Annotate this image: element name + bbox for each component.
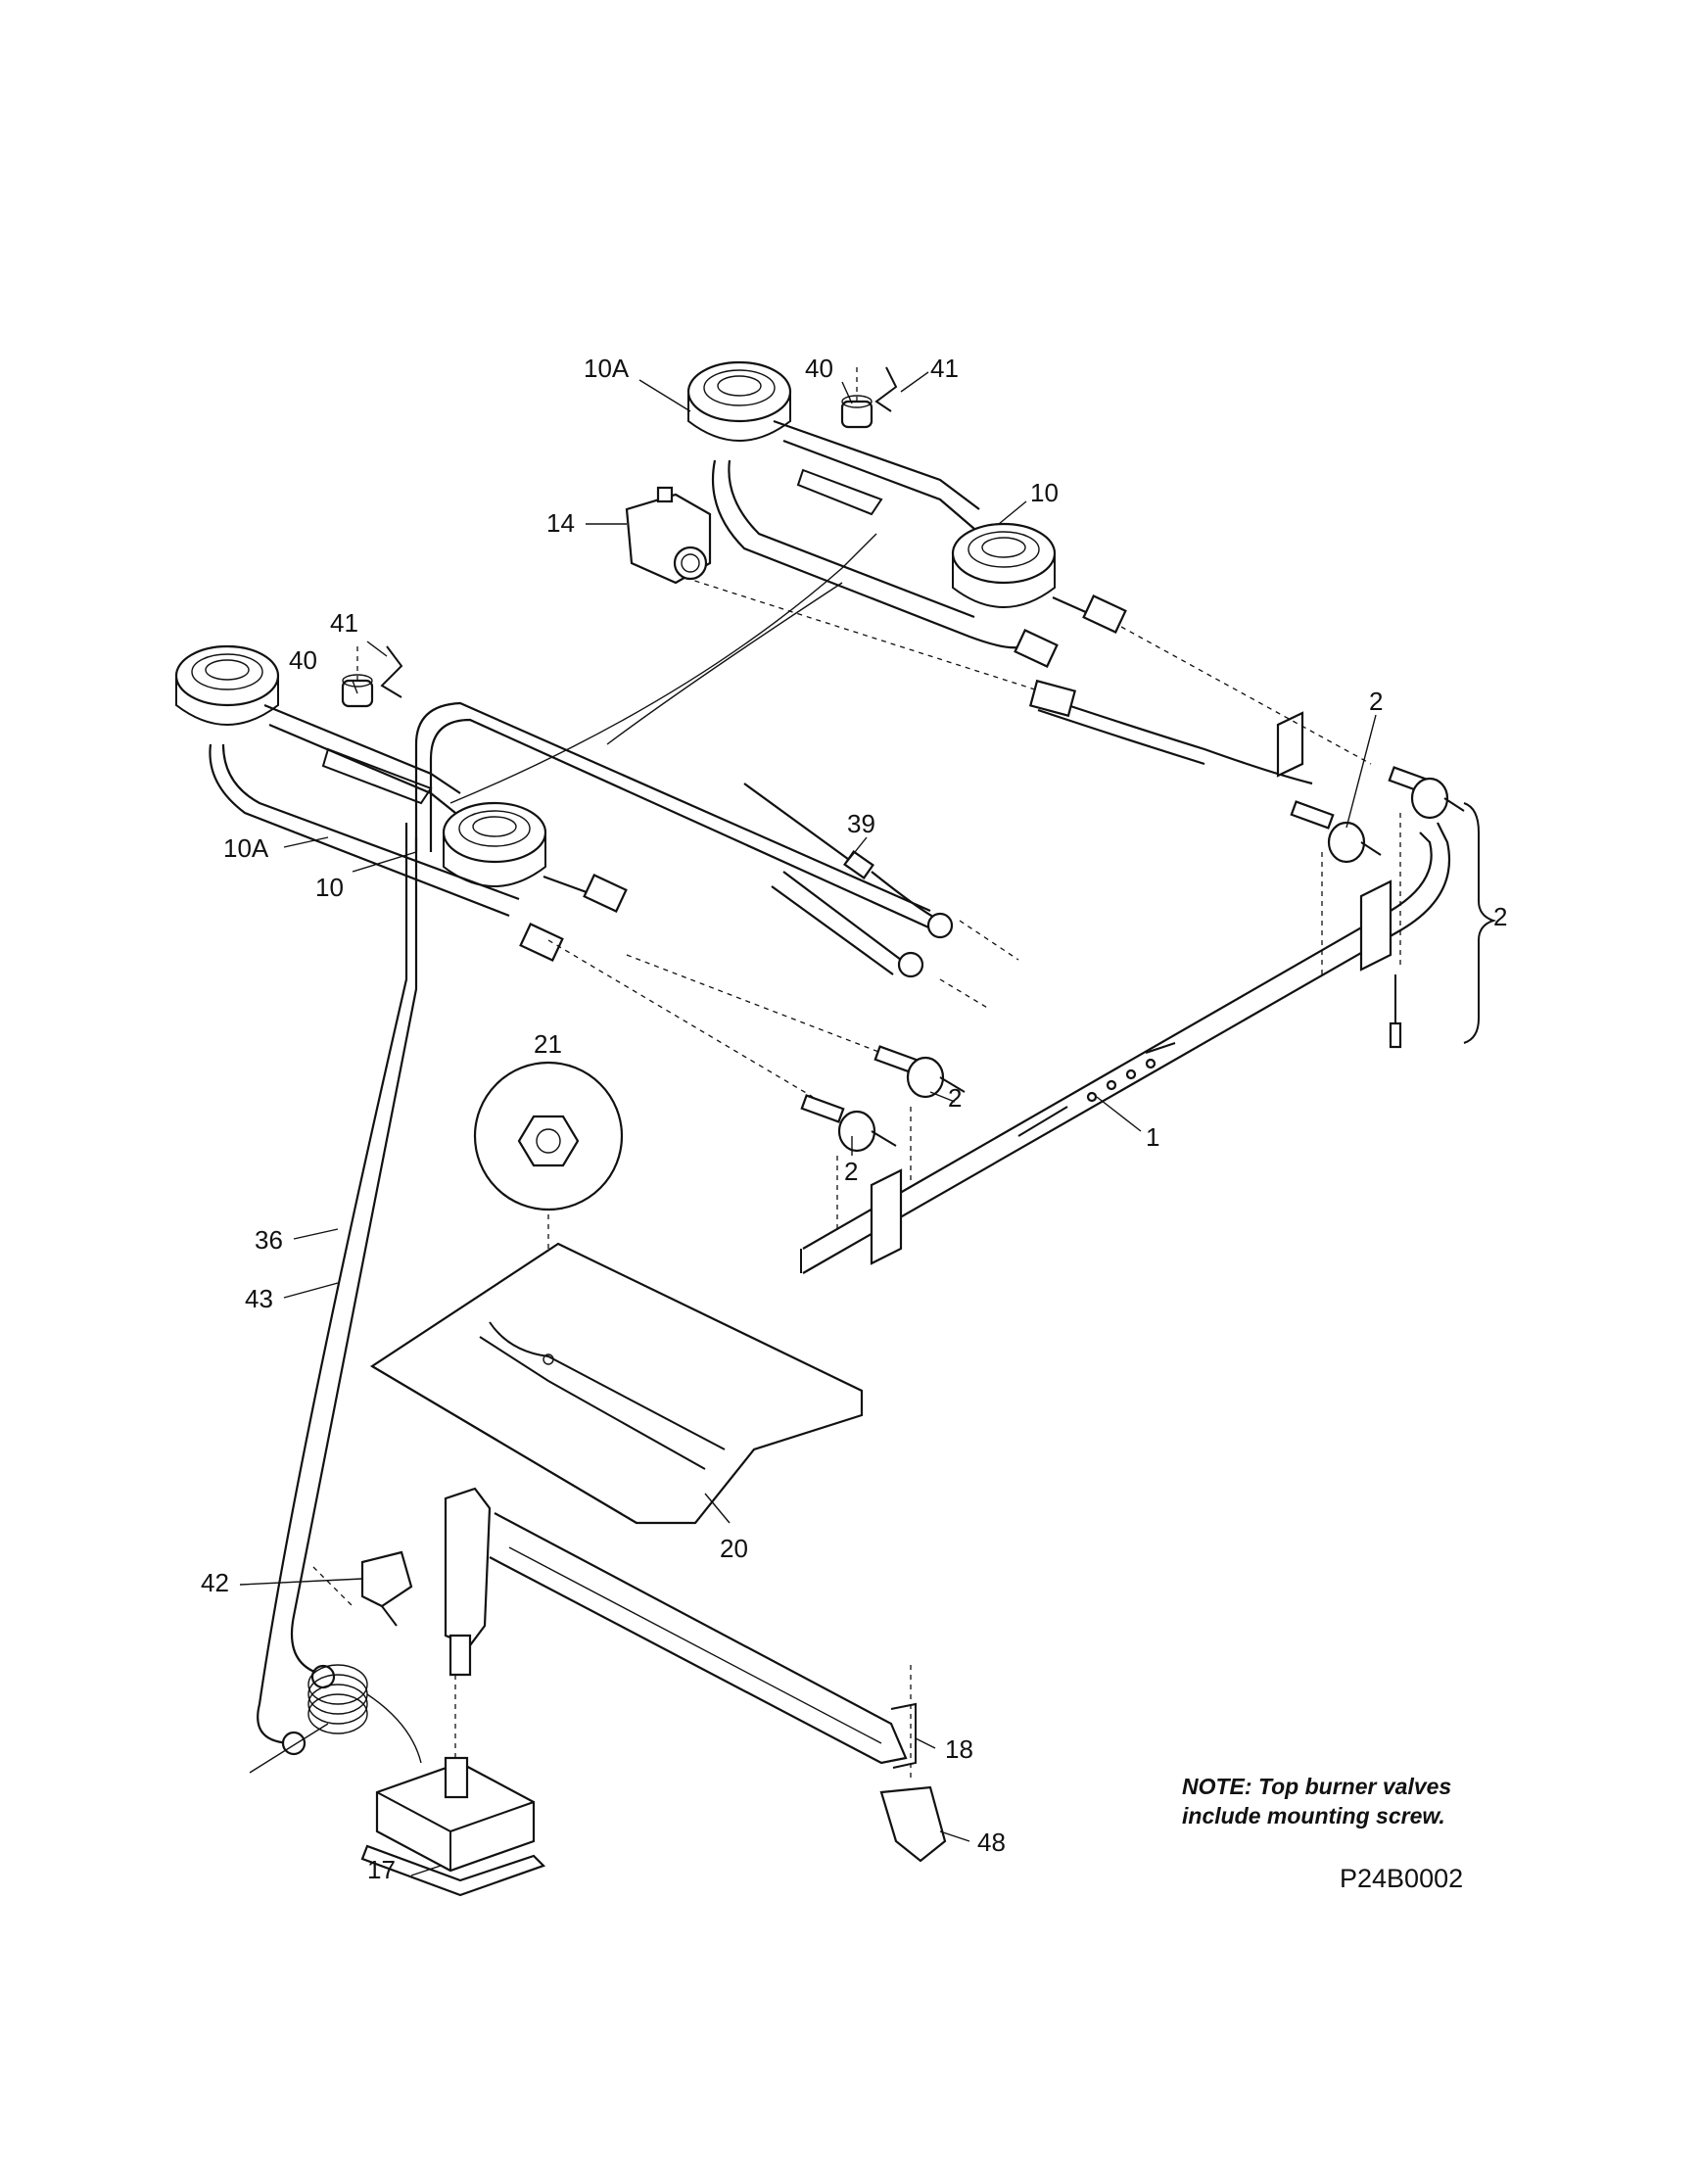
label-2-mid-a: 2 bbox=[948, 1083, 962, 1113]
label-2-mid-b: 2 bbox=[844, 1157, 858, 1186]
manifold-1 bbox=[800, 711, 1451, 1274]
label-1: 1 bbox=[1146, 1122, 1159, 1152]
valve-rear-b bbox=[1290, 800, 1382, 864]
label-14: 14 bbox=[546, 508, 575, 538]
label-40-top: 40 bbox=[805, 354, 833, 383]
bracket-clip-front bbox=[321, 645, 433, 805]
note-line-2: include mounting screw. bbox=[1182, 1803, 1445, 1828]
top-burner-assembly-front bbox=[174, 644, 628, 962]
label-2-brace: 2 bbox=[1493, 902, 1507, 931]
label-39: 39 bbox=[847, 809, 875, 838]
label-10a-left: 10A bbox=[223, 833, 269, 863]
label-17: 17 bbox=[367, 1855, 396, 1884]
thermostat-17 bbox=[249, 1664, 546, 1897]
bracket-brace bbox=[1463, 802, 1497, 1044]
label-41-top: 41 bbox=[930, 354, 959, 383]
burner-10a-rear bbox=[686, 360, 792, 442]
valve-front-b bbox=[800, 1094, 897, 1153]
baffle-20 bbox=[369, 1242, 864, 1525]
label-48: 48 bbox=[977, 1828, 1006, 1857]
supply-tubing bbox=[414, 533, 1313, 978]
oven-burner-18 bbox=[444, 1487, 917, 1769]
burner-valves bbox=[800, 766, 1465, 1153]
label-18: 18 bbox=[945, 1734, 973, 1764]
label-10-top: 10 bbox=[1030, 478, 1059, 507]
leader-lines bbox=[239, 371, 1377, 1876]
drawing-code: P24B0002 bbox=[1340, 1864, 1463, 1893]
top-burner-assembly-rear bbox=[625, 360, 1127, 668]
pressure-regulator bbox=[625, 486, 712, 585]
note-line-1: NOTE: Top burner valves bbox=[1182, 1774, 1451, 1799]
label-10a-top: 10A bbox=[584, 354, 630, 383]
bracket-clip-rear bbox=[796, 366, 898, 516]
bracket-42 bbox=[360, 1550, 413, 1627]
label-2-right-top: 2 bbox=[1369, 687, 1383, 716]
bracket-48 bbox=[879, 1785, 947, 1863]
detail-nut-21 bbox=[473, 1061, 624, 1211]
callout-labels: 10A 40 41 14 10 41 40 2 39 10A 10 2 2 2 … bbox=[201, 354, 1507, 1884]
label-36: 36 bbox=[255, 1225, 283, 1255]
label-10-left: 10 bbox=[315, 873, 344, 902]
thermocouple-39 bbox=[743, 783, 941, 922]
label-21: 21 bbox=[534, 1029, 562, 1059]
burner-10-rear bbox=[951, 522, 1057, 608]
burner-10-front bbox=[442, 801, 547, 887]
valve-rear-a bbox=[1388, 766, 1465, 820]
label-41-left: 41 bbox=[330, 608, 358, 638]
valve-front-a bbox=[873, 1045, 966, 1099]
tubes-36-43 bbox=[257, 823, 418, 1756]
label-20: 20 bbox=[720, 1534, 748, 1563]
label-42: 42 bbox=[201, 1568, 229, 1597]
label-40-left: 40 bbox=[289, 645, 317, 675]
alignment-lines bbox=[312, 367, 1401, 1782]
label-43: 43 bbox=[245, 1284, 273, 1313]
burner-10a-front bbox=[174, 644, 280, 726]
